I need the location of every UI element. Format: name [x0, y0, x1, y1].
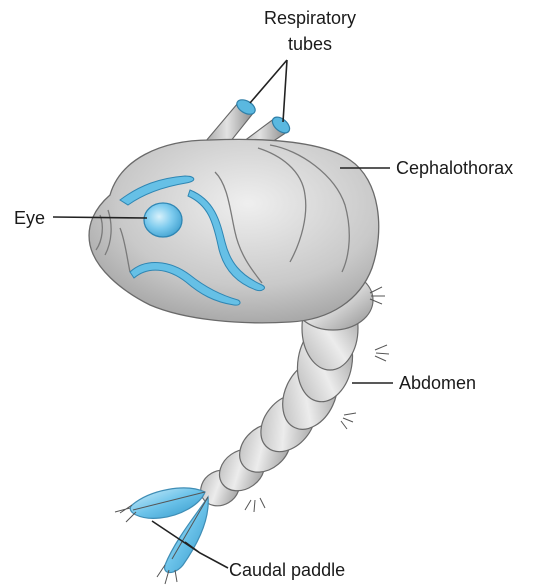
eye-leader: [53, 217, 147, 218]
cephalothorax-body: [89, 139, 379, 322]
label-cephalothorax: Cephalothorax: [396, 158, 513, 178]
respiratory-tubes-leader: [250, 60, 287, 122]
eye: [144, 203, 182, 237]
label-respiratory-tubes-line1: Respiratory: [264, 8, 356, 28]
caudal-paddle-left: [130, 488, 205, 518]
label-abdomen: Abdomen: [399, 373, 476, 393]
caudal-paddle: [115, 488, 208, 584]
label-caudal-paddle: Caudal paddle: [229, 560, 345, 580]
cephalothorax: [89, 139, 379, 322]
label-eye: Eye: [14, 208, 45, 228]
label-respiratory-tubes-line2: tubes: [288, 34, 332, 54]
